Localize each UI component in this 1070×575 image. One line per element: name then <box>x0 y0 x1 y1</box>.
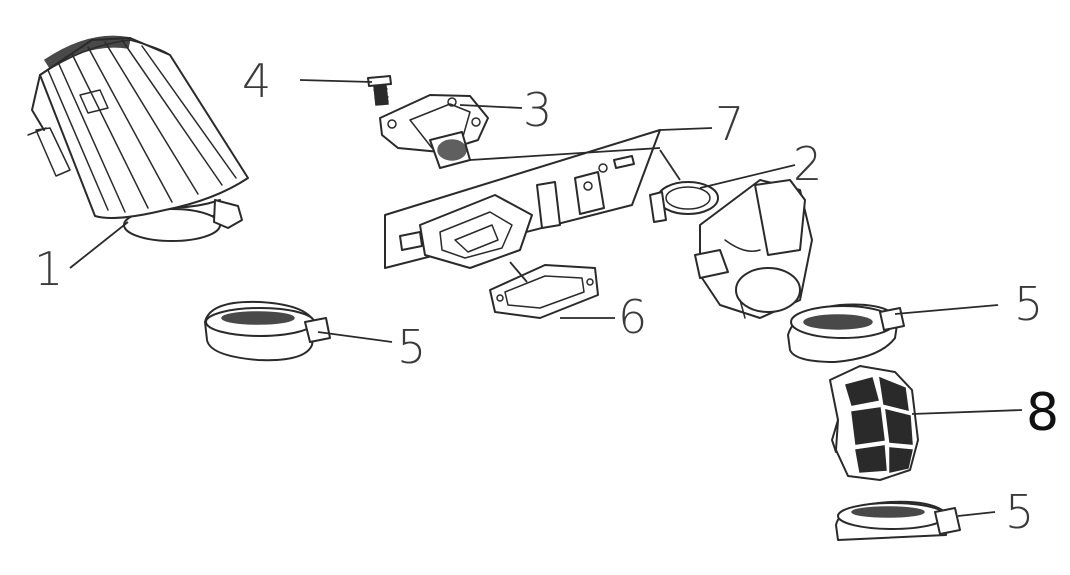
leader-4 <box>299 79 373 83</box>
leader-7b <box>469 147 661 161</box>
callout-3: 3 <box>523 83 552 137</box>
intake-manifold-part <box>829 365 919 481</box>
callout-6: 6 <box>618 290 647 344</box>
callout-5-right: 5 <box>1014 277 1043 331</box>
callout-5-bottom: 5 <box>1005 485 1034 539</box>
gasket-part <box>489 264 599 319</box>
hose-clamp-bottom-part <box>835 500 961 541</box>
callout-8: 8 <box>1026 383 1059 443</box>
callout-2: 2 <box>793 137 822 191</box>
leader-2 <box>699 164 796 189</box>
leader-7 <box>659 127 713 131</box>
leader-8 <box>911 409 1023 415</box>
screw-part <box>367 75 392 106</box>
leader-5-bottom <box>957 511 996 517</box>
callout-7: 7 <box>715 97 744 151</box>
carburetor-part <box>649 179 813 319</box>
callout-5-left: 5 <box>397 320 426 374</box>
leader-6b <box>509 261 528 283</box>
leader-1 <box>69 221 129 269</box>
leader-5-right <box>894 304 999 315</box>
callout-1: 1 <box>34 242 63 296</box>
leader-7c <box>659 149 681 181</box>
leader-lines <box>69 79 1023 517</box>
air-filter-part <box>27 35 249 242</box>
leader-5-left <box>317 331 393 343</box>
reed-valve-kit-part <box>384 129 661 269</box>
hose-clamp-right-part <box>787 303 905 363</box>
leader-3 <box>459 104 523 109</box>
callout-4: 4 <box>242 54 271 108</box>
intake-flange-part <box>379 94 489 169</box>
callout-labels: 1 2 3 4 5 5 5 6 7 8 <box>34 54 1059 539</box>
hose-clamp-left-part <box>204 300 331 362</box>
